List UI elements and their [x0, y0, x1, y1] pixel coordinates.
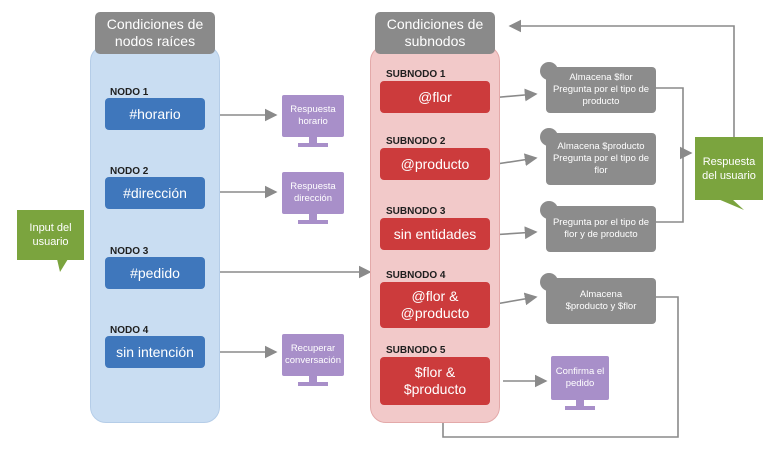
action-subnodo1: Almacena $flor Pregunta por el tipo de p… [546, 67, 656, 113]
action-subnodo1-text: Almacena $flor Pregunta por el tipo de p… [552, 72, 650, 107]
subnodo3-label: SUBNODO 3 [386, 206, 446, 217]
nodo2-value: #dirección [123, 185, 187, 201]
result-direccion-text: Respuesta dirección [290, 181, 336, 204]
action-subnodo3-text: Pregunta por el tipo de flor y de produc… [552, 217, 650, 240]
response-callout: Respuesta del usuario [695, 137, 763, 200]
action-subnodo4-text: Almacena $producto y $flor [565, 289, 637, 312]
subnodo2-value: @producto [400, 155, 470, 172]
result-recuperar: Recuperar conversación [282, 334, 344, 376]
root-nodes-header: Condiciones de nodos raíces [95, 12, 215, 54]
subnodo2-box: @producto [380, 148, 490, 180]
action-subnodo4: Almacena $producto y $flor [546, 278, 656, 324]
nodo1-label: NODO 1 [110, 87, 149, 98]
action-subnodo2: Almacena $producto Pregunta por el tipo … [546, 133, 656, 185]
subnodo4-box: @flor & @producto [380, 282, 490, 328]
subnodo5-label: SUBNODO 5 [386, 345, 446, 356]
result-confirma-text: Confirma el pedido [555, 366, 605, 389]
result-horario-text: Respuesta horario [290, 104, 336, 127]
response-text: Respuesta del usuario [702, 155, 756, 182]
nodo4-value: sin intención [116, 344, 194, 360]
collector-bracket [656, 87, 684, 223]
subnodes-header: Condiciones de subnodos [375, 12, 495, 54]
result-horario: Respuesta horario [282, 95, 344, 137]
nodo2-label: NODO 2 [110, 166, 149, 177]
subnodo5-value: $flor & $producto [403, 364, 467, 397]
subnodo2-label: SUBNODO 2 [386, 136, 446, 147]
subnodo4-label: SUBNODO 4 [386, 270, 446, 281]
arrow-subnodo4-loop [436, 296, 679, 438]
result-direccion: Respuesta dirección [282, 172, 344, 214]
nodo1-box: #horario [105, 98, 205, 130]
action-subnodo3: Pregunta por el tipo de flor y de produc… [546, 206, 656, 252]
action-subnodo2-text: Almacena $producto Pregunta por el tipo … [552, 141, 650, 176]
nodo3-value: #pedido [130, 265, 180, 281]
user-input-callout: Input del usuario [17, 210, 84, 260]
nodo4-label: NODO 4 [110, 325, 149, 336]
result-confirma: Confirma el pedido [551, 356, 609, 400]
subnodo3-value: sin entidades [393, 225, 477, 242]
subnodes-header-text: Condiciones de subnodos [386, 16, 484, 49]
nodo1-value: #horario [129, 106, 181, 122]
subnodo3-box: sin entidades [380, 218, 490, 250]
nodo3-label: NODO 3 [110, 246, 149, 257]
subnodo1-box: @flor [380, 81, 490, 113]
user-input-text: Input del usuario [29, 222, 72, 248]
subnodo1-label: SUBNODO 1 [386, 69, 446, 80]
nodo3-box: #pedido [105, 257, 205, 289]
arrow-response-loop [508, 19, 735, 138]
nodo4-box: sin intención [105, 336, 205, 368]
root-nodes-header-text: Condiciones de nodos raíces [106, 16, 204, 49]
subnodo4-value: @flor & @producto [400, 288, 470, 321]
nodo2-box: #dirección [105, 177, 205, 209]
subnodo1-value: @flor [418, 88, 452, 105]
result-recuperar-text: Recuperar conversación [285, 343, 341, 366]
subnodo5-box: $flor & $producto [380, 357, 490, 405]
